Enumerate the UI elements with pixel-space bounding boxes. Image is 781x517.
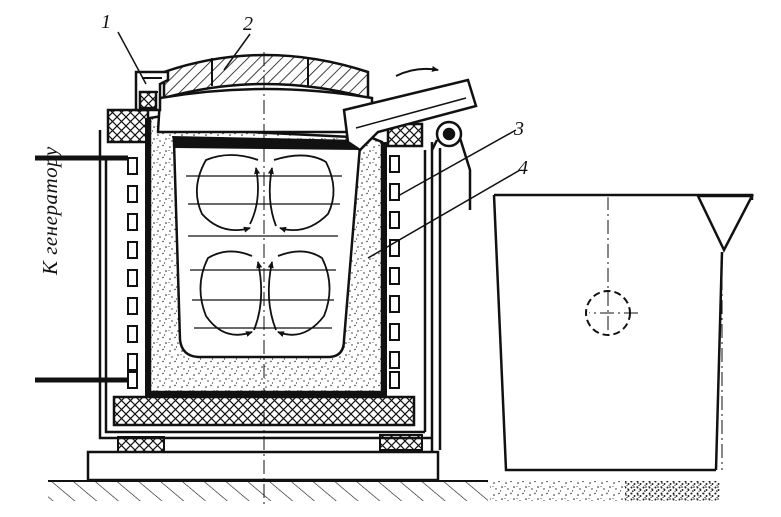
generator-connection-label: К генератору	[38, 146, 62, 275]
furnace-frame	[98, 130, 442, 452]
pouring-spout	[342, 78, 478, 152]
melt-circulation-arrows	[196, 154, 335, 337]
callout-label-1: 1	[101, 11, 111, 33]
base-plate	[86, 450, 440, 482]
melt-cavity	[172, 140, 362, 359]
slag-layer	[172, 136, 362, 150]
inductor-coil-right	[389, 155, 400, 389]
callout-label-2: 2	[243, 13, 253, 35]
lid-rim	[156, 87, 374, 134]
pivot-axle-icon	[430, 120, 472, 210]
foundation-ground	[48, 480, 720, 501]
inductor-coil-left	[127, 157, 138, 389]
ladle-sight-hole	[585, 290, 631, 336]
crucible-casing	[145, 118, 387, 397]
arrow-right-icon	[395, 65, 439, 77]
callout-leaders	[117, 31, 521, 259]
callout-label-3: 3	[514, 118, 524, 140]
spout-channel	[355, 97, 467, 129]
callout-label-4: 4	[518, 157, 528, 179]
top-ring-block-left	[106, 108, 150, 144]
receiving-ladle	[492, 193, 754, 472]
pouring-funnel	[696, 194, 755, 253]
generator-leads	[35, 155, 128, 383]
